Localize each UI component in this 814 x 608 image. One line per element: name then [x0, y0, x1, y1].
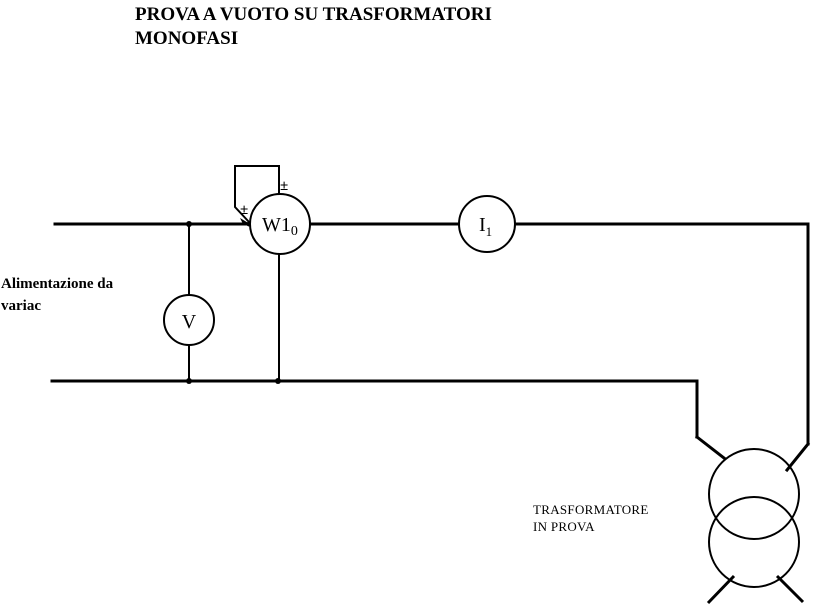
junction-dot: [275, 378, 281, 384]
junction-dot: [186, 378, 192, 384]
transformer-label: TRASFORMATORE IN PROVA: [533, 501, 649, 535]
ammeter-symbol-sub: 1: [486, 224, 493, 239]
wattmeter-symbol-sub: 0: [291, 224, 298, 239]
secondary-lead-right: [775, 574, 805, 604]
junction-dot: [186, 221, 192, 227]
ammeter: [458, 195, 516, 253]
wattmeter-coil-loop: [234, 165, 280, 223]
polarity-mark-current: ±: [240, 202, 248, 218]
left-lead: [694, 434, 727, 461]
wattmeter: [249, 193, 311, 255]
polarity-mark-voltage: ±: [280, 178, 288, 194]
transformer-label-line-2: IN PROVA: [533, 519, 595, 534]
diagram-title: PROVA A VUOTO SU TRASFORMATORI MONOFASI: [135, 3, 492, 51]
voltmeter: [163, 294, 215, 346]
title-line-1: PROVA A VUOTO SU TRASFORMATORI: [135, 4, 492, 25]
terminal-arrow: [240, 218, 250, 224]
ammeter-symbol-main: I: [479, 214, 486, 236]
wattmeter-symbol: W10: [262, 214, 298, 239]
supply-label-line-1: Alimentazione da: [1, 276, 114, 292]
wattmeter-symbol-main: W1: [262, 214, 291, 236]
secondary-lead-left: [706, 574, 736, 605]
right-lead: [784, 441, 811, 473]
transformer-label-line-1: TRASFORMATORE: [533, 502, 649, 517]
supply-label: Alimentazione da variac: [1, 273, 113, 317]
transformer-secondary-winding: [708, 496, 800, 588]
title-line-2: MONOFASI: [135, 28, 239, 49]
voltmeter-symbol: V: [182, 311, 197, 333]
ammeter-symbol: I1: [479, 214, 492, 239]
supply-label-line-2: variac: [1, 298, 41, 314]
transformer-primary-winding: [708, 448, 800, 540]
